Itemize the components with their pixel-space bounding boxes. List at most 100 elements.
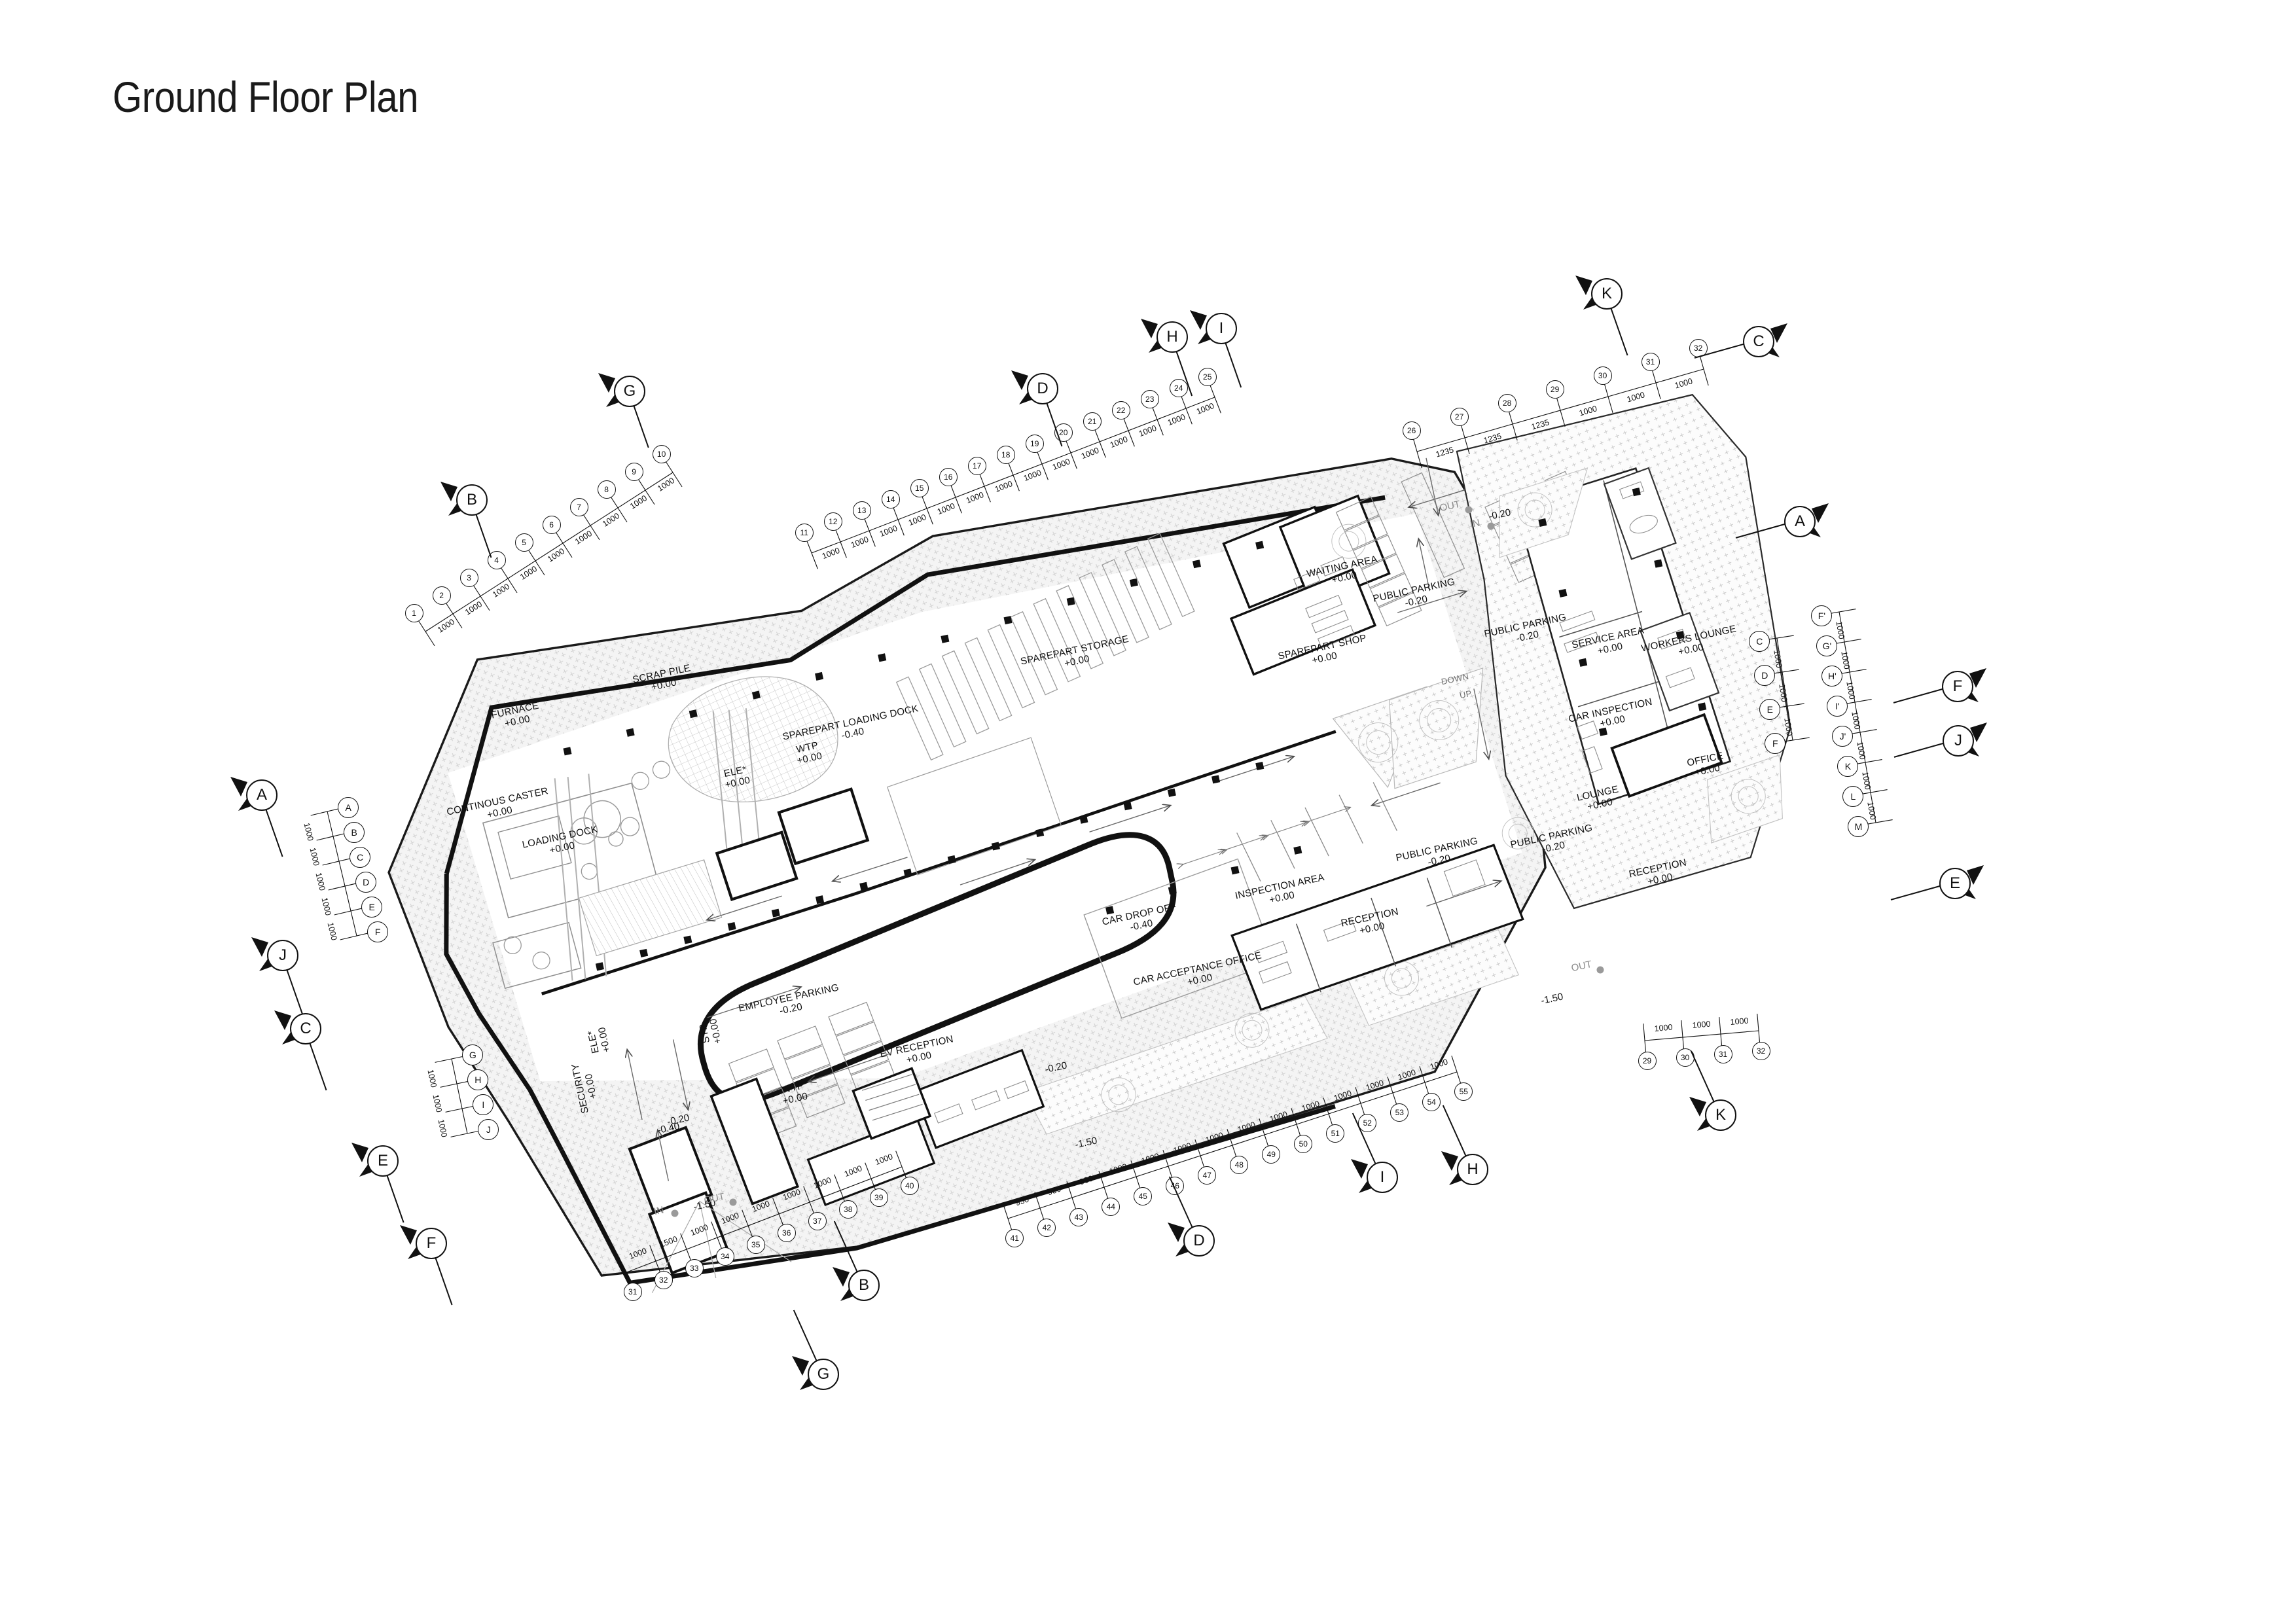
grid-bubble[interactable]: 2 [432,586,451,605]
grid-bubble[interactable]: 11 [795,524,814,543]
grid-bubble[interactable]: 51 [1326,1124,1345,1143]
grid-bubble[interactable]: 20 [1054,423,1073,442]
grid-bubble[interactable]: 3 [459,569,478,588]
grid-bubble[interactable]: 36 [777,1224,796,1243]
coil-2 [652,760,671,779]
grid-bubble[interactable]: H [467,1069,489,1091]
grid-bubble[interactable]: 27 [1450,408,1469,427]
grid-bubble[interactable]: 32 [1751,1041,1770,1060]
grid-bubble[interactable]: 33 [685,1259,704,1278]
grid-bubble[interactable]: 21 [1083,412,1102,431]
grid-bubble[interactable]: 19 [1025,435,1044,454]
grid-bubble[interactable]: 9 [624,463,643,482]
grid-bubble[interactable]: 53 [1390,1103,1409,1122]
grid-bubble[interactable]: 40 [900,1177,919,1196]
grid-bubble[interactable]: 31 [623,1283,642,1302]
grid-bubble[interactable]: 55 [1454,1082,1473,1101]
grid-bubble[interactable]: 50 [1294,1134,1313,1153]
grid-bubble[interactable]: 23 [1140,390,1159,409]
section-marker-label: B [456,484,488,516]
grid-bubble[interactable]: 30 [1676,1048,1695,1067]
grid-bubble[interactable]: I' [1827,695,1848,717]
grid-bubble[interactable]: 38 [838,1200,857,1219]
grid-bubble[interactable]: 32 [1689,339,1708,358]
grid-bubble[interactable]: 18 [996,446,1015,465]
grid-bubble[interactable]: J [478,1119,499,1141]
grid-bubble[interactable]: K [1837,755,1859,777]
furnace-vessel-1 [583,800,621,838]
grid-bubble[interactable]: 29 [1638,1051,1657,1070]
grid-bubble[interactable]: F [1765,733,1786,755]
grid-bubble[interactable]: 42 [1037,1218,1056,1237]
grid-bubble[interactable]: 39 [869,1188,888,1207]
grid-bubble[interactable]: 31 [1641,353,1660,372]
grid-bubble[interactable]: E [1759,699,1781,721]
grid-bubble[interactable]: 15 [910,479,929,498]
grid-bubble[interactable]: 46 [1166,1176,1185,1195]
section-marker-label: C [1743,326,1774,357]
workers-lounge-room [1603,467,1677,560]
grid-bubble[interactable]: C [1749,631,1770,652]
grid-bubble[interactable]: G [462,1044,484,1066]
grid-bubble[interactable]: 48 [1230,1155,1249,1174]
grid-bubble[interactable]: 29 [1545,380,1564,399]
grid-bubble[interactable]: D [1754,665,1776,687]
room-wtp-left [777,787,870,866]
grid-bubble[interactable]: 28 [1498,394,1516,413]
grid-bubble[interactable]: 54 [1422,1092,1441,1111]
grid-bubble[interactable]: 30 [1593,366,1612,385]
grid-bubble[interactable]: D [355,871,377,893]
grid-bubble[interactable]: 13 [852,501,871,520]
grid-bubble[interactable]: 14 [881,490,900,509]
grid-bubble[interactable]: 34 [715,1247,734,1266]
furnace-chamber [497,815,572,880]
section-marker-label: E [1939,868,1971,899]
grid-bubble[interactable]: 16 [939,468,958,487]
grid-bubble[interactable]: 37 [808,1212,827,1231]
grid-bubble[interactable]: 43 [1069,1207,1088,1226]
section-marker-label: C [290,1013,321,1044]
section-marker-label: H [1457,1154,1488,1185]
grid-bubble[interactable]: 32 [654,1271,673,1290]
service-core-lower [852,1067,932,1141]
grid-bubble[interactable]: 4 [487,551,506,570]
grid-bubble[interactable]: 31 [1713,1044,1732,1063]
grid-bubble[interactable]: 1 [404,604,423,623]
grid-bubble[interactable]: L [1842,785,1864,807]
grid-bubble[interactable]: 24 [1169,379,1188,398]
grid-bubble[interactable]: 49 [1262,1145,1281,1164]
reception-core [1610,713,1723,798]
grid-bubble[interactable]: F [367,921,389,942]
grid-bubble[interactable]: 35 [746,1236,765,1255]
grid-bubble[interactable]: 22 [1111,401,1130,420]
grid-bubble[interactable]: A [338,796,359,818]
grid-bubble[interactable]: 12 [823,512,842,531]
grid-bubble[interactable]: 7 [569,498,588,517]
grid-bubble[interactable]: G' [1816,635,1838,656]
grid-bubble[interactable]: 41 [1005,1228,1024,1247]
grid-bubble[interactable]: 6 [542,516,561,535]
flow-dot-icon [1596,966,1604,974]
grid-bubble[interactable]: M [1848,815,1869,837]
grid-bubble[interactable]: I [473,1094,494,1116]
flow-dot-icon [729,1198,737,1206]
grid-bubble[interactable]: H' [1821,665,1843,687]
grid-bubble[interactable]: F' [1811,605,1833,626]
east-office-wing [1514,467,1732,806]
grid-bubble[interactable]: 10 [652,445,671,464]
grid-bubble[interactable]: 45 [1134,1186,1153,1205]
grid-bubble[interactable]: 5 [514,533,533,552]
grid-bubble[interactable]: E [361,896,383,918]
grid-bubble[interactable]: 47 [1198,1166,1217,1185]
grid-bubble[interactable]: 25 [1198,368,1217,387]
grid-bubble[interactable]: C [350,846,371,868]
grid-bubble[interactable]: 8 [597,480,616,499]
grid-bubble[interactable]: B [344,821,365,843]
grid-bubble[interactable]: 44 [1102,1197,1121,1216]
section-marker-label: J [267,940,298,971]
grid-bubble[interactable]: J' [1832,725,1854,747]
section-marker-label: D [1183,1225,1215,1257]
grid-bubble[interactable]: 17 [967,457,986,476]
grid-bubble[interactable]: 52 [1358,1113,1377,1132]
grid-bubble[interactable]: 26 [1402,421,1421,440]
